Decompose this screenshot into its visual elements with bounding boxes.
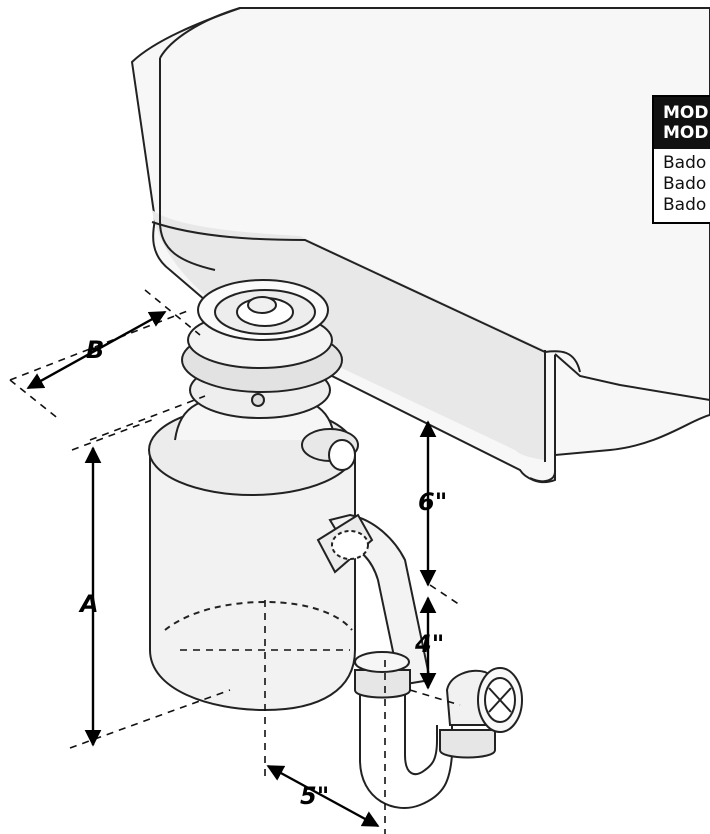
dimension-6in-label: 6"	[418, 488, 447, 516]
disposer-unit	[148, 279, 359, 712]
dimension-arrow	[26, 310, 437, 828]
dimension-5in-label: 5"	[300, 782, 329, 810]
dimension-a-label: A	[78, 590, 99, 618]
sink-basin	[130, 7, 710, 484]
dimension-b-label: B	[86, 336, 104, 364]
dimension-4in-label: 4"	[414, 630, 444, 658]
